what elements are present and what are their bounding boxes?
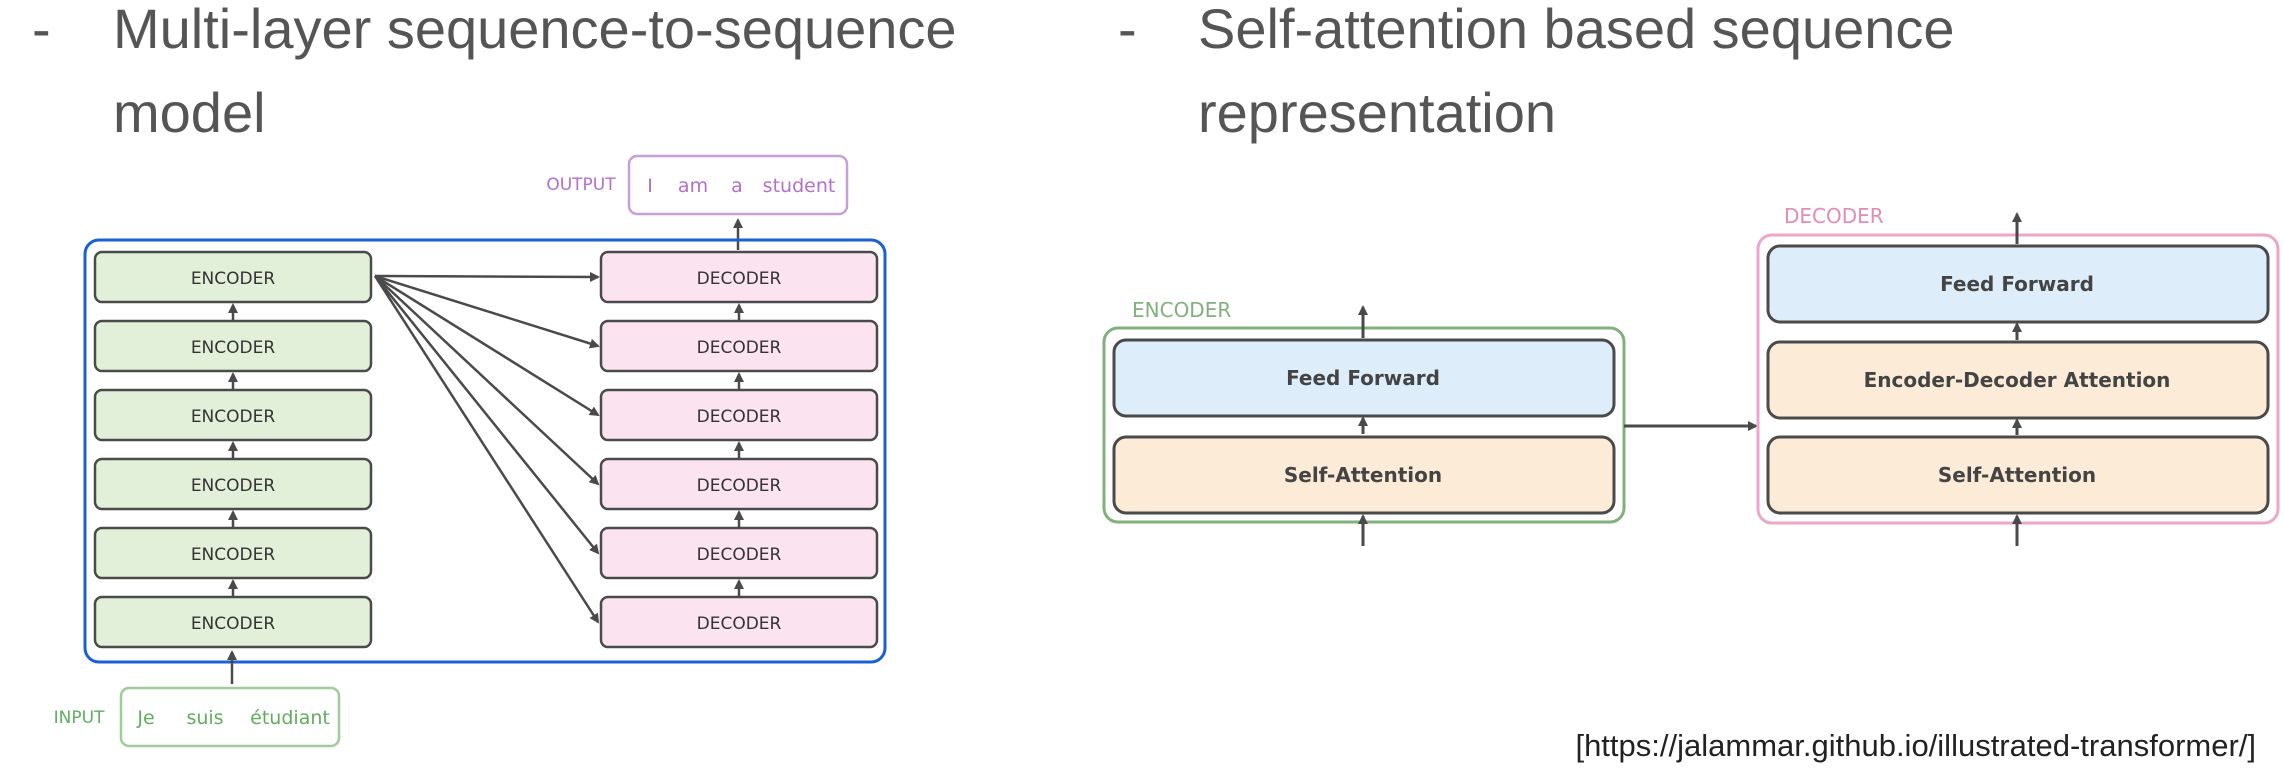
block-label: Self-Attention	[1284, 463, 1442, 487]
input-token: Je	[136, 707, 154, 729]
encoder-layer	[93, 457, 373, 511]
encoder-stack: ENCODER ENCODER ENCODER ENCODER ENCODER ENCOD…	[93, 250, 373, 649]
input-token: étudiant	[250, 707, 330, 729]
decoder-layer	[599, 526, 879, 580]
block-label: Feed Forward	[1940, 272, 2094, 296]
decoder-stack: DECODER DECODER DECODER DECODER DECODER DECOD…	[599, 250, 879, 649]
output-box	[627, 154, 849, 216]
source-citation: [https://jalammar.github.io/illustrated-…	[1575, 728, 2256, 763]
bullet-dash: -	[1118, 0, 1137, 60]
decoder-layer	[599, 250, 879, 304]
decoder-layer-label: DECODER	[697, 476, 782, 496]
decoder-title: DECODER	[1784, 204, 1884, 228]
encoder-layer-label: ENCODER	[191, 407, 276, 427]
encoder-layer-label: ENCODER	[191, 614, 276, 634]
input-token: suis	[186, 707, 223, 729]
encoder-layer	[93, 595, 373, 649]
decoder-layer	[599, 319, 879, 373]
decoder-layer-label: DECODER	[697, 338, 782, 358]
encoder-layer-label: ENCODER	[191, 269, 276, 289]
bullet-right-line2: representation	[1198, 81, 1557, 144]
encoder-to-decoder-arrow	[374, 271, 600, 282]
encoder-title: ENCODER	[1132, 298, 1231, 322]
encoder-layer	[93, 526, 373, 580]
encoder-to-decoder-arrows	[373, 271, 600, 624]
decoder-layer-label: DECODER	[697, 545, 782, 565]
decoder-layer-label: DECODER	[697, 614, 782, 634]
seq2seq-diagram: OUTPUT I am a student ENCODERENCODERENCO…	[54, 154, 887, 748]
decoder-layer-label: DECODER	[697, 269, 782, 289]
encoder-to-decoder-arrow	[374, 274, 600, 417]
encoder-to-decoder-arrow	[374, 275, 600, 486]
encoder-layer-label: ENCODER	[191, 545, 276, 565]
output-token: I	[647, 175, 653, 197]
output-token: am	[678, 175, 708, 197]
bullet-dash: -	[32, 0, 51, 60]
bullet-right-line1: Self-attention based sequence	[1198, 0, 1955, 60]
output-label: OUTPUT	[546, 175, 616, 195]
decoder-layer-label: DECODER	[697, 407, 782, 427]
block-label: Encoder-Decoder Attention	[1864, 368, 2171, 392]
input-box	[119, 686, 341, 748]
encoder-to-decoder-arrow	[374, 275, 600, 555]
block-label: Self-Attention	[1938, 463, 2096, 487]
bullet-left-line1: Multi-layer sequence-to-sequence	[113, 0, 957, 60]
decoder-layer	[599, 595, 879, 649]
encoder-layer-label: ENCODER	[191, 476, 276, 496]
encoder-layer-label: ENCODER	[191, 338, 276, 358]
encoder-layer	[93, 319, 373, 373]
decoder-layer	[599, 457, 879, 511]
output-token: student	[763, 175, 836, 197]
transformer-block-diagram: ENCODER Feed Forward Self-Attention DECO…	[1102, 204, 2280, 546]
encoder-to-decoder-arrow	[373, 275, 600, 624]
decoder-layer	[599, 388, 879, 442]
bullet-left-line2: model	[113, 81, 266, 144]
encoder-layer	[93, 388, 373, 442]
output-token: a	[731, 175, 743, 197]
input-label: INPUT	[54, 708, 105, 728]
encoder-decoder-stack	[83, 238, 887, 664]
encoder-to-decoder-arrow	[374, 274, 600, 349]
block-label: Feed Forward	[1286, 366, 1440, 390]
decoder-self-attention-block	[1766, 435, 2270, 515]
encoder-self-attention-block	[1112, 435, 1616, 515]
encoder-layer	[93, 250, 373, 304]
